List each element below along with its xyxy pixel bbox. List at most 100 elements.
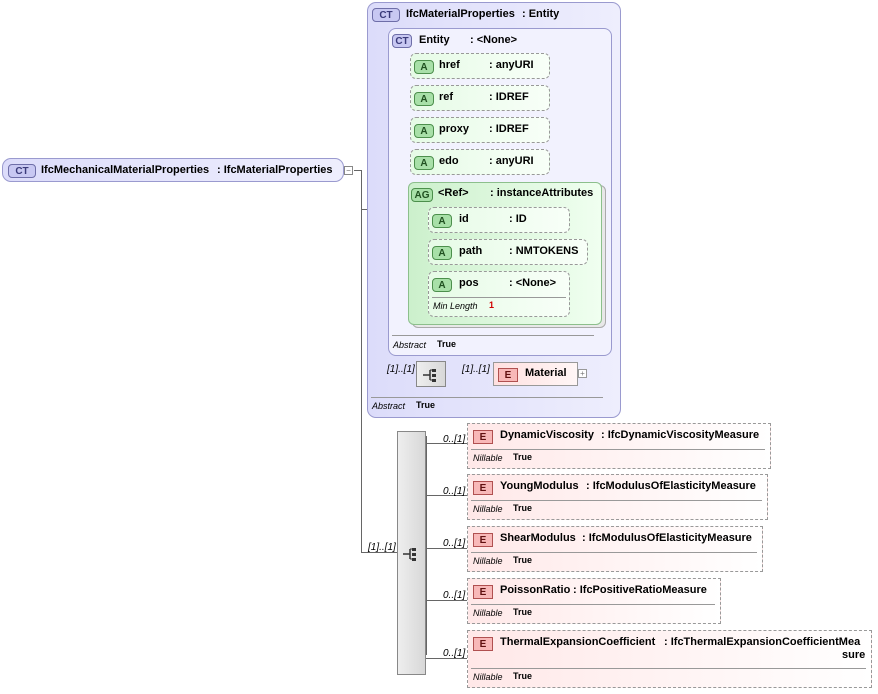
attribute-badge-icon: A bbox=[414, 92, 434, 106]
separator bbox=[471, 500, 762, 501]
sequence-multiplicity: [1]..[1] bbox=[368, 542, 396, 553]
attribute-href[interactable]: A href : anyURI bbox=[410, 53, 550, 79]
nillable-label: Nillable bbox=[473, 672, 503, 682]
attribute-badge-icon: A bbox=[414, 156, 434, 170]
element-type: : IfcPositiveRatioMeasure bbox=[573, 584, 707, 596]
sequence-multiplicity: [1]..[1] bbox=[387, 364, 415, 375]
element-material[interactable]: E Material bbox=[493, 362, 578, 386]
attribute-path[interactable]: A path : NMTOKENS bbox=[428, 239, 588, 265]
attribute-edo[interactable]: A edo : anyURI bbox=[410, 149, 550, 175]
element-shear-modulus[interactable]: E ShearModulus : IfcModulusOfElasticityM… bbox=[467, 526, 763, 572]
attribute-name: href bbox=[439, 59, 460, 71]
nillable-label: Nillable bbox=[473, 453, 503, 463]
element-badge-icon: E bbox=[473, 481, 493, 495]
nillable-value: True bbox=[513, 503, 533, 513]
element-name: ShearModulus bbox=[500, 532, 576, 544]
nillable-value: True bbox=[513, 555, 533, 565]
attribute-name: id bbox=[459, 213, 469, 225]
element-type: : IfcModulusOfElasticityMeasure bbox=[582, 532, 752, 544]
material-multiplicity: [1]..[1] bbox=[462, 364, 490, 375]
element-badge-icon: E bbox=[498, 368, 518, 382]
element-multiplicity: 0..[1] bbox=[443, 590, 466, 601]
element-multiplicity: 0..[1] bbox=[443, 538, 466, 549]
nillable-label: Nillable bbox=[473, 504, 503, 514]
element-multiplicity: 0..[1] bbox=[443, 486, 466, 497]
attribute-pos[interactable]: A pos : <None> Min Length 1 bbox=[428, 271, 570, 317]
attribute-type: : IDREF bbox=[489, 123, 529, 135]
element-name: PoissonRatio bbox=[500, 584, 571, 596]
element-badge-icon: E bbox=[473, 533, 493, 547]
base-name: IfcMaterialProperties bbox=[406, 8, 515, 20]
attribute-type: : anyURI bbox=[489, 155, 534, 167]
nillable-label: Nillable bbox=[473, 556, 503, 566]
attribute-badge-icon: A bbox=[414, 124, 434, 138]
element-badge-icon: E bbox=[473, 430, 493, 444]
attribute-type: : IDREF bbox=[489, 91, 529, 103]
attribute-type: : <None> bbox=[509, 277, 557, 289]
root-type: : IfcMaterialProperties bbox=[217, 164, 333, 176]
nillable-value: True bbox=[513, 671, 533, 681]
element-badge-icon: E bbox=[473, 637, 493, 651]
root-name: IfcMechanicalMaterialProperties bbox=[41, 164, 210, 176]
element-badge-icon: E bbox=[473, 585, 493, 599]
facet-value: 1 bbox=[489, 300, 495, 310]
base-abstract-value: True bbox=[416, 400, 436, 410]
entity-type: : <None> bbox=[470, 34, 518, 46]
entity-name: Entity bbox=[419, 34, 450, 46]
separator bbox=[471, 604, 715, 605]
base-type: : Entity bbox=[522, 8, 560, 20]
attribute-name: edo bbox=[439, 155, 459, 167]
element-thermal-expansion-coefficient[interactable]: E ThermalExpansionCoefficient : IfcTherm… bbox=[467, 630, 872, 688]
sequence-icon bbox=[403, 548, 416, 561]
base-abstract-label: Abstract bbox=[372, 401, 406, 411]
sequence-icon bbox=[423, 369, 436, 382]
ct-badge-icon: CT bbox=[392, 34, 412, 48]
facet-label: Min Length bbox=[433, 301, 478, 311]
element-dynamic-viscosity[interactable]: E DynamicViscosity : IfcDynamicViscosity… bbox=[467, 423, 771, 469]
entity-abstract-label: Abstract bbox=[393, 340, 427, 350]
expand-icon[interactable]: + bbox=[578, 369, 587, 378]
element-name: YoungModulus bbox=[500, 480, 579, 492]
attribute-name: path bbox=[459, 245, 483, 257]
element-name: ThermalExpansionCoefficient bbox=[500, 636, 656, 648]
separator bbox=[392, 335, 594, 336]
element-multiplicity: 0..[1] bbox=[443, 434, 466, 445]
attribute-proxy[interactable]: A proxy : IDREF bbox=[410, 117, 550, 143]
element-type-continued: sure bbox=[842, 649, 866, 661]
element-multiplicity: 0..[1] bbox=[443, 648, 466, 659]
plus-box-icon[interactable]: − bbox=[344, 166, 353, 175]
attribute-group-name: <Ref> bbox=[438, 187, 469, 199]
nillable-value: True bbox=[513, 607, 533, 617]
attribute-id[interactable]: A id : ID bbox=[428, 207, 570, 233]
sequence-compositor[interactable] bbox=[416, 361, 446, 387]
element-type: : IfcModulusOfElasticityMeasure bbox=[586, 480, 756, 492]
attribute-badge-icon: A bbox=[432, 246, 452, 260]
attribute-badge-icon: A bbox=[432, 278, 452, 292]
ct-badge-icon: CT bbox=[8, 164, 36, 178]
attribute-type: : anyURI bbox=[489, 59, 534, 71]
attribute-group-type: : instanceAttributes bbox=[490, 187, 594, 199]
separator bbox=[432, 297, 566, 298]
nillable-value: True bbox=[513, 452, 533, 462]
sequence-compositor[interactable] bbox=[397, 431, 426, 675]
attribute-type: : ID bbox=[509, 213, 527, 225]
ct-badge-icon: CT bbox=[372, 8, 400, 22]
element-poisson-ratio[interactable]: E PoissonRatio : IfcPositiveRatioMeasure… bbox=[467, 578, 721, 624]
attribute-name: ref bbox=[439, 91, 454, 103]
root-complex-type[interactable]: CT IfcMechanicalMaterialProperties : Ifc… bbox=[2, 158, 344, 182]
attribute-badge-icon: A bbox=[432, 214, 452, 228]
element-type: : IfcDynamicViscosityMeasure bbox=[601, 429, 760, 441]
attribute-group-badge-icon: AG bbox=[411, 188, 433, 202]
attribute-type: : NMTOKENS bbox=[509, 245, 579, 257]
element-type: : IfcThermalExpansionCoefficientMea bbox=[664, 636, 861, 648]
separator bbox=[371, 397, 603, 398]
entity-abstract-value: True bbox=[437, 339, 457, 349]
separator bbox=[471, 449, 765, 450]
element-name: DynamicViscosity bbox=[500, 429, 594, 441]
element-young-modulus[interactable]: E YoungModulus : IfcModulusOfElasticityM… bbox=[467, 474, 768, 520]
nillable-label: Nillable bbox=[473, 608, 503, 618]
attribute-name: pos bbox=[459, 277, 479, 289]
separator bbox=[471, 668, 866, 669]
separator bbox=[471, 552, 757, 553]
attribute-ref[interactable]: A ref : IDREF bbox=[410, 85, 550, 111]
